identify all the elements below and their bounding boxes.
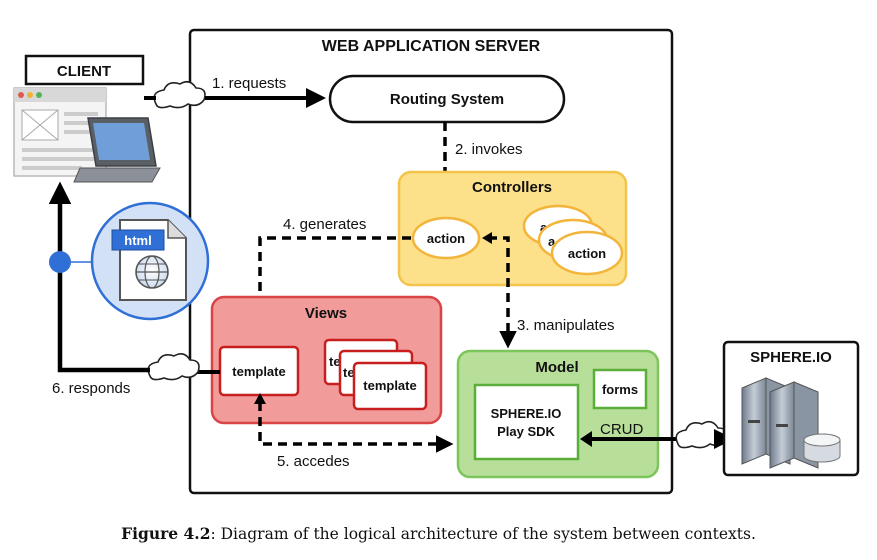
network-cloud-icon	[147, 352, 200, 381]
architecture-diagram: WEB APPLICATION SERVER CLIENT 1. request…	[13, 28, 860, 495]
requests-label: 1. requests	[212, 75, 286, 92]
manipulates-arrow	[488, 236, 517, 349]
response-junction-dot	[49, 251, 71, 273]
figure-caption-text: : Diagram of the logical architecture of…	[210, 525, 756, 543]
client-box	[24, 54, 145, 86]
accedes-arrow	[258, 402, 454, 453]
sphere-sdk-line1: SPHERE.IO	[491, 406, 562, 421]
server-icon	[741, 377, 841, 469]
crud-label: CRUD	[600, 421, 643, 438]
responds-arrow	[48, 181, 150, 373]
model-title: Model	[535, 359, 578, 376]
crud-arrow-head	[580, 431, 592, 447]
forms-label: forms	[602, 382, 638, 397]
action-node-main	[411, 216, 481, 260]
forms-node	[592, 368, 648, 410]
template-node-main-label: template	[232, 364, 285, 379]
accedes-label: 5. accedes	[277, 453, 350, 470]
generates-label: 4. generates	[283, 216, 366, 233]
routing-system-label: Routing System	[390, 91, 504, 108]
laptop-icon	[73, 117, 161, 183]
network-cloud-icon	[675, 420, 728, 449]
action-stack-mid-label: a	[548, 234, 556, 249]
action-stack-front	[550, 230, 624, 276]
invokes-label: 2. invokes	[455, 141, 523, 158]
action-stack-back-label: a	[540, 220, 548, 235]
accedes-arrow-head	[254, 393, 266, 404]
sphere-io-title: SPHERE.IO	[750, 349, 832, 366]
sphere-sdk-node	[473, 383, 580, 461]
responds-label: 6. responds	[52, 380, 130, 397]
sphere-sdk-line2: Play SDK	[497, 424, 555, 439]
manipulates-arrow-head	[482, 232, 492, 244]
controllers-title: Controllers	[472, 179, 552, 196]
network-cloud-icon	[153, 80, 206, 109]
manipulates-label: 3. manipulates	[517, 317, 615, 334]
template-stack-back-label: te	[329, 354, 341, 369]
template-stack-front-label: template	[363, 378, 416, 393]
action-stack-front-label: action	[568, 246, 606, 261]
html-badge-label: html	[124, 233, 151, 248]
web-application-server-title: WEB APPLICATION SERVER	[322, 38, 541, 55]
template-stack-front	[352, 361, 428, 411]
figure-caption-label: Figure 4.2	[121, 524, 211, 543]
client-title: CLIENT	[57, 63, 111, 80]
routing-system-node	[328, 74, 566, 124]
views-title: Views	[305, 305, 347, 322]
figure-caption: Figure 4.2: Diagram of the logical archi…	[0, 524, 877, 543]
template-stack-mid-label: te	[343, 365, 355, 380]
action-node-main-label: action	[427, 231, 465, 246]
html-file-icon	[90, 201, 210, 321]
